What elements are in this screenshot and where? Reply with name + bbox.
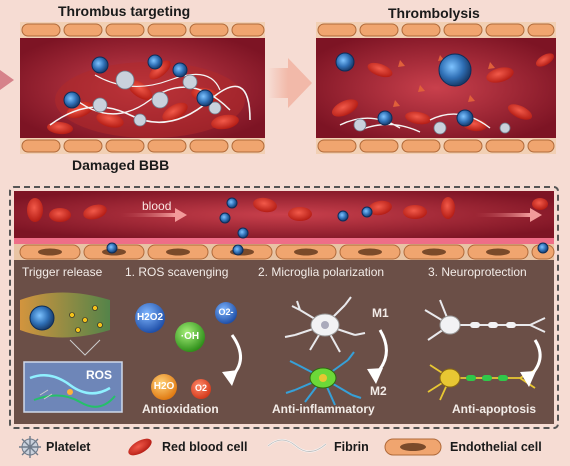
label-m1: M1 <box>372 306 389 320</box>
label-o2: O2 <box>194 383 207 393</box>
debris <box>393 55 495 107</box>
title-thrombolysis: Thrombolysis <box>388 5 480 21</box>
platelet-icon <box>19 436 41 458</box>
blood-flow-arrow-right <box>475 208 542 222</box>
bottom-nanoparticles <box>106 197 549 256</box>
legend-fibrin: Fibrin <box>334 440 369 454</box>
step-microglia-polarization: 2. Microglia polarization <box>258 265 385 279</box>
legend-platelet: Platelet <box>46 440 91 454</box>
vessel-right <box>316 22 556 154</box>
outcome-anti-inflammatory: Anti-inflammatory <box>272 402 375 416</box>
legend-icons <box>19 436 442 458</box>
label-m2: M2 <box>370 384 387 398</box>
endothelial-row-bottom-panel <box>14 244 555 260</box>
endothelial-row-bottom-right <box>316 138 556 154</box>
step-trigger-release: Trigger release <box>22 265 103 279</box>
label-damaged-bbb: Damaged BBB <box>72 157 170 173</box>
microglia-m1 <box>284 296 366 353</box>
bottom-panel <box>9 186 559 429</box>
molecule-h2o2 <box>135 303 165 333</box>
outcome-anti-apoptosis: Anti-apoptosis <box>452 402 536 416</box>
label-blood: blood <box>142 199 172 213</box>
transition-arrow <box>268 58 312 108</box>
outcome-antioxidation: Antioxidation <box>142 402 219 416</box>
neuron-healthy <box>424 299 546 341</box>
vessel-left <box>20 22 265 154</box>
polarization-arrowhead <box>367 368 383 384</box>
molecule-h2o <box>151 374 177 400</box>
molecule-o2minus <box>215 302 237 324</box>
title-thrombus-targeting: Thrombus targeting <box>58 3 191 19</box>
label-o2minus: O2- <box>218 307 234 317</box>
blood-flow-arrow-left <box>120 208 187 222</box>
residual-platelets <box>353 118 511 135</box>
microglia-m2 <box>285 351 362 406</box>
step-neuroprotection: 3. Neuroprotection <box>428 265 527 279</box>
label-oh: ·OH <box>180 331 200 342</box>
trigger-release-illustration <box>20 292 110 356</box>
label-ros: ROS <box>86 368 113 382</box>
red-blood-cell-icon <box>128 438 152 456</box>
endothelial-cell-icon <box>384 438 442 456</box>
endothelial-row-top-left <box>20 22 265 38</box>
legend-red-blood-cell: Red blood cell <box>162 440 248 454</box>
molecule-o2 <box>191 379 211 399</box>
step-ros-scavenging: 1. ROS scavenging <box>125 265 229 279</box>
label-h2o2: H2O2 <box>136 312 164 323</box>
neuroprotection-arrowhead <box>520 371 536 387</box>
incoming-arrow <box>0 70 14 90</box>
legend-endothelial-cell: Endothelial cell <box>450 440 542 454</box>
free-nanoparticles <box>335 52 474 127</box>
ros-arrowhead <box>222 370 238 386</box>
thrombus-clot <box>47 54 251 138</box>
endothelial-row-top-right <box>316 22 556 38</box>
label-h2o: H2O <box>153 381 175 392</box>
molecule-oh <box>175 322 205 352</box>
fibrin-icon <box>267 439 327 453</box>
bottom-red-cells <box>27 197 548 222</box>
ros-box <box>23 361 123 413</box>
neuron-protected <box>427 364 536 401</box>
endothelial-row-bottom-left <box>20 138 265 154</box>
